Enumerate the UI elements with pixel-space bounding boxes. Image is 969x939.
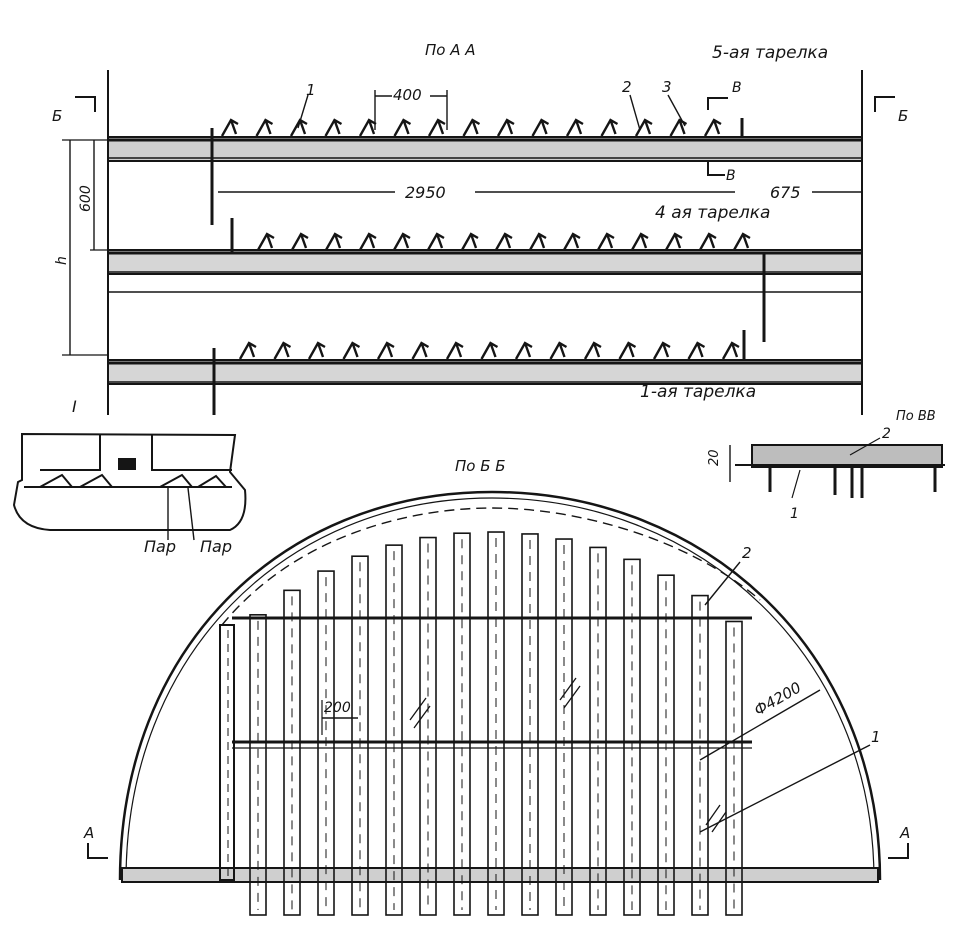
bubble-cap <box>531 118 550 137</box>
slat <box>419 536 437 916</box>
section-aa-view <box>62 70 895 415</box>
callout-1-vv: 1 <box>790 506 799 522</box>
slat <box>487 531 505 916</box>
slat <box>657 574 675 916</box>
bubble-cap <box>220 118 239 137</box>
tray-slats <box>249 531 743 916</box>
bubble-cap <box>392 232 411 251</box>
bubble-cap <box>634 118 653 137</box>
bubble-cap <box>600 118 619 137</box>
bubble-cap <box>238 341 257 360</box>
slat <box>623 558 641 916</box>
slat <box>521 533 539 916</box>
bubble-cap <box>618 341 637 360</box>
callout-2-vv: 2 <box>882 426 891 442</box>
bubble-cap <box>460 232 479 251</box>
bubble-cap <box>427 118 446 137</box>
slat <box>589 546 607 916</box>
marker-b-left: Б <box>52 107 62 125</box>
marker-v-top: В <box>732 80 742 96</box>
slat <box>317 570 335 916</box>
dim-h: h <box>54 256 70 265</box>
bubble-cap <box>324 232 343 251</box>
dim-600: 600 <box>78 185 94 212</box>
bubble-cap <box>255 118 274 137</box>
dim-diameter: Ф4200 <box>751 678 804 719</box>
bubble-caps <box>220 118 751 360</box>
bubble-cap <box>721 341 740 360</box>
slat <box>555 538 573 916</box>
dim-2950: 2950 <box>405 183 446 202</box>
bubble-cap <box>496 118 515 137</box>
bubble-cap <box>290 232 309 251</box>
bubble-cap <box>426 232 445 251</box>
bubble-cap <box>732 232 751 251</box>
bubble-cap <box>393 118 412 137</box>
callout-1-plan: 1 <box>871 728 881 746</box>
bubble-cap <box>703 118 722 137</box>
bubble-cap <box>565 118 584 137</box>
bubble-cap <box>462 118 481 137</box>
bubble-cap <box>411 341 430 360</box>
bubble-cap <box>652 341 671 360</box>
bubble-cap <box>669 118 688 137</box>
slat <box>453 532 471 916</box>
tray-4-label: 4 ая тарелка <box>655 203 770 223</box>
steam-label-2: Пар <box>200 537 232 556</box>
slat <box>385 544 403 916</box>
callout-2-plan: 2 <box>742 544 752 562</box>
bubble-cap <box>273 341 292 360</box>
section-vv-title: По ВВ <box>896 409 936 424</box>
slat <box>725 620 743 916</box>
bubble-cap <box>376 341 395 360</box>
section-vv-view <box>729 437 945 499</box>
callout-3-top: 3 <box>662 78 672 96</box>
dim-675: 675 <box>770 183 801 202</box>
bubble-cap <box>358 118 377 137</box>
steam-label-1: Пар <box>144 537 176 556</box>
marker-v-bottom: В <box>726 168 736 184</box>
steam-flow-sketch <box>12 432 247 541</box>
dim-400: 400 <box>393 86 422 104</box>
tray-1-label: 1-ая тарелка <box>640 382 756 402</box>
bubble-cap <box>562 232 581 251</box>
marker-a-right: А <box>899 824 910 842</box>
slat <box>249 614 267 916</box>
bubble-cap <box>445 341 464 360</box>
bubble-cap <box>256 232 275 251</box>
bubble-cap <box>307 341 326 360</box>
marker-a-left: А <box>83 824 94 842</box>
bubble-cap <box>664 232 683 251</box>
bubble-cap <box>596 232 615 251</box>
section-bb-view <box>87 490 909 916</box>
bubble-cap <box>630 232 649 251</box>
bubble-cap <box>698 232 717 251</box>
callout-1-top: 1 <box>306 81 316 99</box>
bubble-cap <box>687 341 706 360</box>
bubble-cap <box>528 232 547 251</box>
bubble-cap <box>494 232 513 251</box>
vessel-shell <box>118 490 882 881</box>
section-aa-title: По А А <box>425 41 476 59</box>
bubble-cap <box>514 341 533 360</box>
slat <box>283 589 301 916</box>
bubble-cap <box>549 341 568 360</box>
tray-5-label: 5-ая тарелка <box>712 43 828 63</box>
bubble-cap <box>583 341 602 360</box>
dim-20: 20 <box>707 449 722 466</box>
bubble-cap <box>324 118 343 137</box>
section-bb-title: По Б Б <box>455 457 506 475</box>
marker-i: I <box>72 397 77 416</box>
marker-b-right: Б <box>898 107 908 125</box>
dim-200: 200 <box>324 700 351 716</box>
bubble-cap <box>358 232 377 251</box>
callout-2-top: 2 <box>622 78 632 96</box>
bubble-cap <box>342 341 361 360</box>
bubble-cap <box>480 341 499 360</box>
slat <box>351 555 369 916</box>
